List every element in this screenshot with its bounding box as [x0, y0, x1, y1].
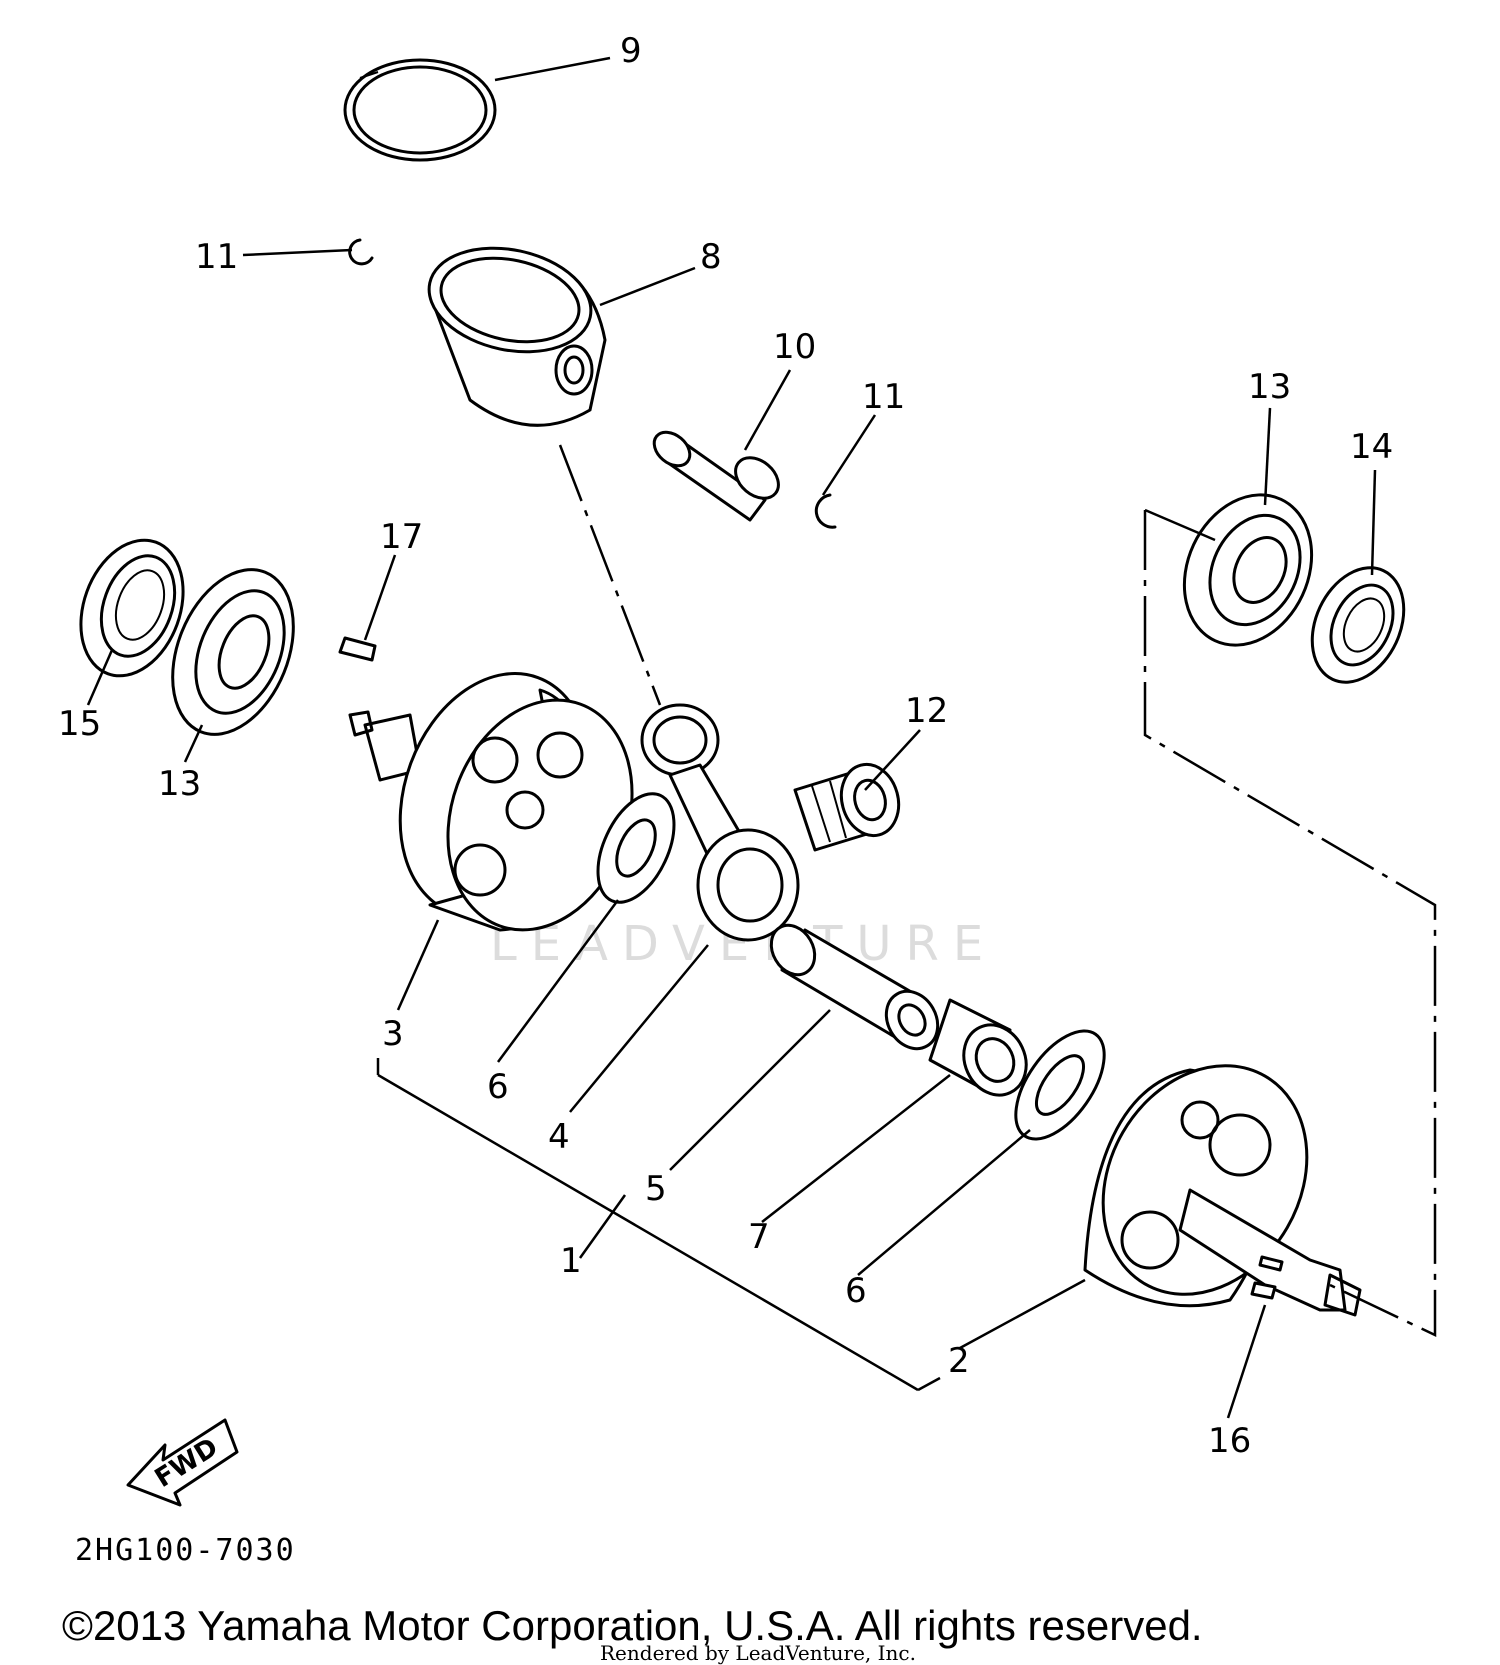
- callout-1: 1: [560, 1241, 582, 1281]
- callout-14: 14: [1350, 427, 1393, 467]
- oil-seal-right-part: [1310, 566, 1406, 684]
- woodruff-key-part: [338, 636, 377, 662]
- needle-bearing-big-part: [928, 998, 1028, 1097]
- oil-seal-left-part: [79, 538, 185, 678]
- connecting-rod-part: [640, 703, 800, 942]
- piston-part: [427, 246, 607, 427]
- crank-left-part: [348, 672, 634, 932]
- callout-13-left: 13: [158, 764, 201, 804]
- woodruff-key-right-part: [1250, 1281, 1277, 1300]
- callout-6-right: 6: [845, 1271, 867, 1311]
- needle-bearing-small-part: [793, 762, 901, 852]
- callout-5: 5: [645, 1169, 667, 1209]
- thrust-washer-left-part: [596, 792, 676, 904]
- copyright-notice: ©2013 Yamaha Motor Corporation, U.S.A. A…: [62, 1602, 1203, 1649]
- callout-3: 3: [382, 1014, 404, 1054]
- circlip-right-part: [814, 493, 837, 529]
- bearing-right-part: [1182, 493, 1314, 647]
- callout-7: 7: [748, 1217, 770, 1257]
- callout-4: 4: [548, 1117, 570, 1157]
- callout-16: 16: [1208, 1421, 1251, 1461]
- callout-6-left: 6: [487, 1067, 509, 1107]
- diagram-code: 2HG100-7030: [75, 1533, 296, 1568]
- crank-pin-part: [769, 923, 940, 1051]
- callout-9: 9: [620, 31, 642, 71]
- fwd-arrow-icon: FWD: [126, 1418, 239, 1507]
- callout-11-right: 11: [862, 377, 905, 417]
- callout-12: 12: [905, 691, 948, 731]
- callout-13-right: 13: [1248, 367, 1291, 407]
- leader-lines: [86, 56, 1377, 1419]
- rendered-by-notice: Rendered by LeadVenture, Inc.: [600, 1641, 916, 1665]
- bearing-left-part: [171, 568, 295, 736]
- callout-numbers: 9 11 8 10 11 13 14 17 15 13 12 3 6 4 5 1…: [58, 31, 1393, 1461]
- alignment-lines: [558, 444, 1437, 1337]
- piston-ring-part: [343, 58, 497, 162]
- circlip-left-part: [348, 238, 374, 266]
- callout-8: 8: [700, 237, 722, 277]
- callout-11-left: 11: [195, 237, 238, 277]
- piston-pin-part: [652, 430, 780, 522]
- callout-17: 17: [380, 517, 423, 557]
- callout-2: 2: [948, 1341, 970, 1381]
- crank-right-part: [1083, 1064, 1362, 1317]
- callout-15: 15: [58, 704, 101, 744]
- callout-10: 10: [773, 327, 816, 367]
